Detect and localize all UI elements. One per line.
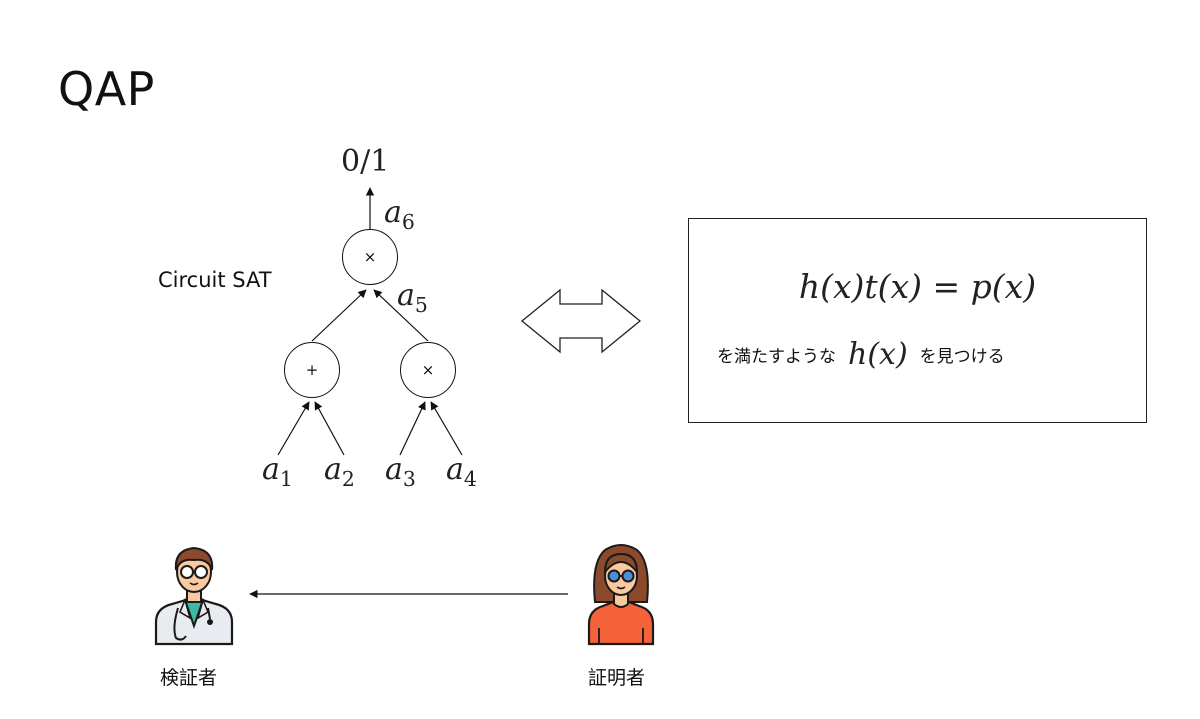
wire-a5-right <box>373 289 429 342</box>
description-variable: h(x) <box>848 337 908 372</box>
wire-a1 <box>277 401 310 456</box>
gate-left-add: + <box>284 342 340 398</box>
circuit-sat-label: Circuit SAT <box>158 268 272 292</box>
page-title: QAP <box>58 62 155 116</box>
qap-condition-box: h(x)t(x) = p(x) を満たすような h(x) を見つける <box>688 218 1147 423</box>
output-label: 0/1 <box>341 144 390 179</box>
wire-a5-left <box>311 289 367 342</box>
gate-right-multiply: × <box>400 342 456 398</box>
woman-icon <box>587 544 655 646</box>
wire-label-a4: a4 <box>446 452 477 492</box>
wire-a3 <box>399 401 426 456</box>
wire-a2 <box>314 401 345 456</box>
prover-label: 証明者 <box>588 667 646 689</box>
wire-label-a6: a6 <box>384 195 415 235</box>
qap-equation: h(x)t(x) = p(x) <box>798 267 1037 306</box>
verifier-label: 検証者 <box>160 667 218 689</box>
description-prefix: を満たすような <box>717 347 836 367</box>
qap-description: を満たすような h(x) を見つける <box>717 337 1005 372</box>
wire-label-a5: a5 <box>397 278 428 318</box>
wire-a4 <box>430 401 463 456</box>
doctor-icon <box>154 546 234 646</box>
gate-top-multiply: × <box>342 229 398 285</box>
wire-label-a2: a2 <box>324 452 355 492</box>
equivalence-arrow-icon <box>520 288 642 354</box>
description-suffix: を見つける <box>919 347 1005 367</box>
wire-label-a1: a1 <box>262 452 293 492</box>
wire-label-a3: a3 <box>385 452 416 492</box>
